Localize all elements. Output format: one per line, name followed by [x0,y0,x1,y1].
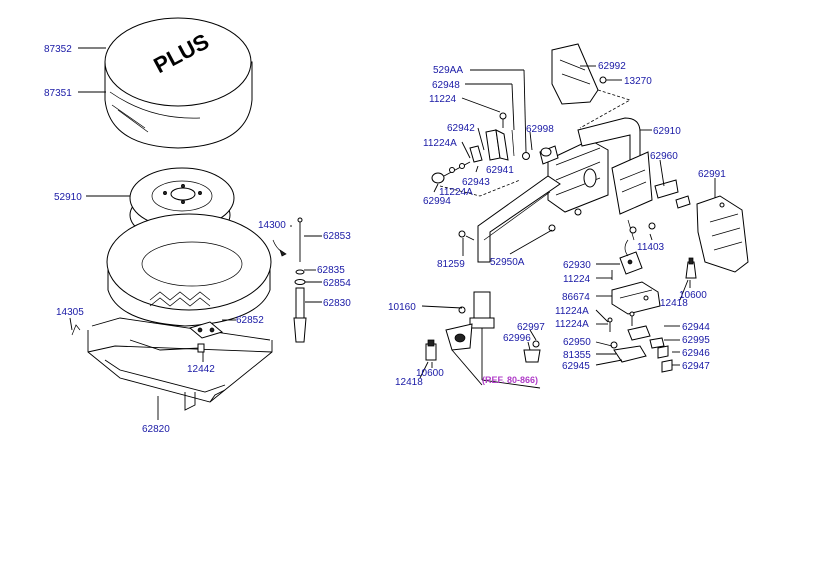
extension-arm [477,175,561,263]
side-brackets [654,179,749,273]
spare-tire-cover: PLUS [104,17,253,149]
label-11224A-d: 11224A [555,319,589,330]
label-62835: 62835 [317,265,345,276]
label-87351: 87351 [44,88,72,99]
label-81259: 81259 [437,259,465,270]
label-62948: 62948 [432,80,460,91]
label-62995: 62995 [682,335,710,346]
label-11224A-c: 11224A [555,306,589,317]
bolt-81259 [458,208,656,241]
label-14300: 14300 [258,220,286,231]
label-14305: 14305 [56,307,84,318]
part-labels: 87352 87351 52910 14300 62853 62835 6285… [44,44,726,435]
label-13270: 13270 [624,76,652,87]
label-62853: 62853 [323,231,351,242]
label-62994: 62994 [423,196,451,207]
label-62998: 62998 [526,124,554,135]
label-62991: 62991 [698,169,726,180]
label-62996: 62996 [503,333,531,344]
fastener-10600-right [685,257,697,279]
label-87352: 87352 [44,44,72,55]
carrier-lift-assembly [539,117,653,215]
label-62852: 62852 [236,315,264,326]
label-52910: 52910 [54,192,82,203]
label-11224A-a: 11224A [423,138,457,149]
label-62997: 62997 [517,322,545,333]
bolts-upper-left [431,112,530,197]
label-62930: 62930 [563,260,591,271]
carrier-bracket [71,321,224,353]
latch-62930 [619,219,643,275]
label-62960: 62960 [650,151,678,162]
label-10600-left: 10600 [416,368,444,379]
label-86674: 86674 [562,292,590,303]
label-12442: 12442 [187,364,215,375]
cover-bracket [551,43,607,105]
leader-lines [69,47,716,420]
label-62820: 62820 [142,424,170,435]
label-12418-right: 12418 [660,298,688,309]
label-62945: 62945 [562,361,590,372]
label-62942: 62942 [447,123,475,134]
label-62944: 62944 [682,322,710,333]
label-62947: 62947 [682,361,710,372]
label-62854: 62854 [323,278,351,289]
reference-note: (REF. 80-866) [482,375,538,385]
label-11224A-b: 11224A [439,187,473,198]
label-529AA: 529AA [433,65,463,76]
label-62950: 62950 [563,337,591,348]
label-62830: 62830 [323,298,351,309]
spare-tire [106,213,272,327]
label-52950A: 52950A [490,257,525,268]
tire-carrier [87,317,273,411]
caps-62996 [523,340,541,363]
label-62941: 62941 [486,165,514,176]
label-81355: 81355 [563,350,591,361]
label-11403: 11403 [637,242,665,253]
small-hardware-right [607,270,673,373]
jack-assembly [425,291,541,389]
label-62910: 62910 [653,126,681,137]
label-11224-top: 11224 [429,94,457,105]
label-62946: 62946 [682,348,710,359]
label-11224-mid: 11224 [563,274,591,285]
label-62992: 62992 [598,61,626,72]
hold-down-bolt [272,217,307,343]
label-10600-right: 10600 [679,290,707,301]
bracket-86674 [611,281,661,315]
label-10160: 10160 [388,302,416,313]
label-12418-left: 12418 [395,377,423,388]
label-62943: 62943 [462,177,490,188]
